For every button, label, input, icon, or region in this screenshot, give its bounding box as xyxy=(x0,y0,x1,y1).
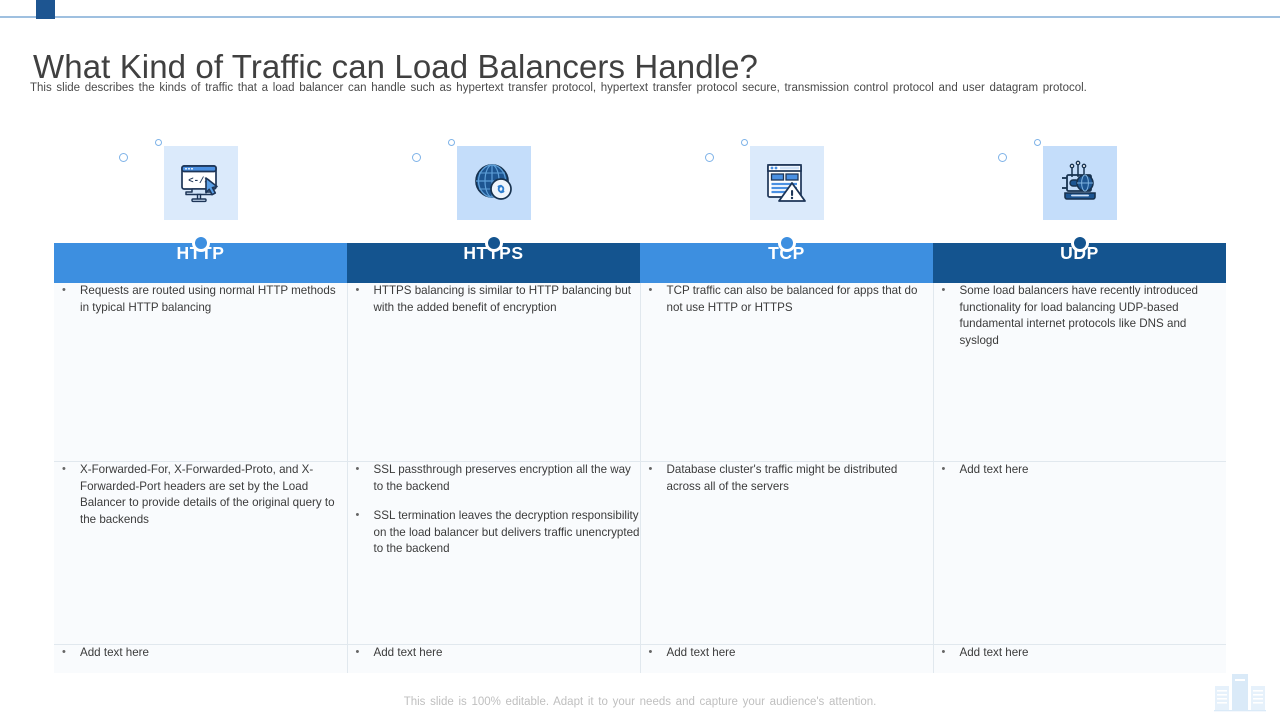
icon-box-https xyxy=(456,146,531,220)
icon-cell-http: <-/> xyxy=(54,133,347,243)
monitor-code-cursor-icon: <-/> xyxy=(180,165,218,203)
cell-http-r2[interactable]: X-Forwarded-For, X-Forwarded-Proto, and … xyxy=(54,461,348,645)
bullet-list: SSL passthrough preserves encryption all… xyxy=(348,461,640,558)
bullet-list: Add text here xyxy=(934,644,1227,662)
bullet-list: Add text here xyxy=(54,644,347,662)
cell-tcp-r1[interactable]: TCP traffic can also be balanced for app… xyxy=(640,282,934,462)
icon-box-http: <-/> xyxy=(163,146,238,220)
header-knob-icon xyxy=(191,234,210,252)
list-item: Requests are routed using normal HTTP me… xyxy=(54,282,347,316)
cell-https-r2[interactable]: SSL passthrough preserves encryption all… xyxy=(347,461,641,645)
list-item: Database cluster's traffic might be dist… xyxy=(641,461,933,495)
top-rule-divider xyxy=(0,16,1280,18)
icon-strip: <-/> xyxy=(54,133,1226,243)
list-item: Some load balancers have recently introd… xyxy=(934,282,1227,349)
list-item: SSL termination leaves the decryption re… xyxy=(348,507,640,558)
list-item: TCP traffic can also be balanced for app… xyxy=(641,282,933,316)
list-item: SSL passthrough preserves encryption all… xyxy=(348,461,640,495)
header-knob-icon xyxy=(1070,234,1089,252)
decorative-circle-large-icon xyxy=(704,153,714,162)
column-header-label: HTTPS xyxy=(463,243,524,263)
column-header-udp[interactable]: UDP xyxy=(933,234,1226,283)
cell-http-r1[interactable]: Requests are routed using normal HTTP me… xyxy=(54,282,348,462)
column-header-http[interactable]: HTTP xyxy=(54,234,347,283)
decorative-circle-small-icon xyxy=(740,139,748,146)
server-globe-antenna-icon xyxy=(1061,160,1096,200)
decorative-circle-small-icon xyxy=(1033,139,1041,146)
decorative-circle-small-icon xyxy=(154,139,162,146)
column-header-label: UDP xyxy=(1060,243,1099,263)
column-header-https[interactable]: HTTPS xyxy=(347,234,640,283)
column-header-label: HTTP xyxy=(176,243,225,263)
bullet-list: Add text here xyxy=(934,461,1227,479)
cell-http-r3[interactable]: Add text here xyxy=(54,644,348,673)
bullet-list: HTTPS balancing is similar to HTTP balan… xyxy=(348,282,640,316)
cell-udp-r1[interactable]: Some load balancers have recently introd… xyxy=(933,282,1227,462)
decorative-circle-large-icon xyxy=(411,153,421,162)
decorative-circle-large-icon xyxy=(997,153,1007,162)
cell-https-r3[interactable]: Add text here xyxy=(347,644,641,673)
list-item: X-Forwarded-For, X-Forwarded-Proto, and … xyxy=(54,461,347,528)
cell-https-r1[interactable]: HTTPS balancing is similar to HTTP balan… xyxy=(347,282,641,462)
header-knob-icon xyxy=(777,234,796,252)
browser-window-warning-icon xyxy=(766,164,806,202)
column-header-label: TCP xyxy=(768,243,805,263)
icon-cell-udp xyxy=(933,133,1226,243)
icon-box-udp xyxy=(1042,146,1117,220)
icon-box-tcp xyxy=(749,146,824,220)
decorative-circle-small-icon xyxy=(447,139,455,146)
traffic-types-table: HTTP HTTPS TCP UDP Requests are routed u… xyxy=(54,234,1227,673)
bullet-list: Some load balancers have recently introd… xyxy=(934,282,1227,349)
bullet-list: TCP traffic can also be balanced for app… xyxy=(641,282,933,316)
page-subtitle: This slide describes the kinds of traffi… xyxy=(30,82,1087,94)
top-accent-tab xyxy=(36,0,55,19)
bullet-list: X-Forwarded-For, X-Forwarded-Proto, and … xyxy=(54,461,347,528)
cell-tcp-r2[interactable]: Database cluster's traffic might be dist… xyxy=(640,461,934,645)
list-item: Add text here xyxy=(54,644,347,662)
icon-cell-https xyxy=(347,133,640,243)
cell-udp-r3[interactable]: Add text here xyxy=(933,644,1227,673)
list-item: Add text here xyxy=(348,644,640,662)
table-header-row: HTTP HTTPS TCP UDP xyxy=(54,234,1226,283)
footer-note: This slide is 100% editable. Adapt it to… xyxy=(403,696,877,708)
list-item: Add text here xyxy=(934,461,1227,479)
bullet-list: Requests are routed using normal HTTP me… xyxy=(54,282,347,316)
bullet-list: Database cluster's traffic might be dist… xyxy=(641,461,933,495)
list-item: Add text here xyxy=(934,644,1227,662)
page-title: What Kind of Traffic can Load Balancers … xyxy=(33,48,759,86)
column-header-tcp[interactable]: TCP xyxy=(640,234,933,283)
icon-cell-tcp xyxy=(640,133,933,243)
table-row: Requests are routed using normal HTTP me… xyxy=(54,282,1227,462)
table-row: Add text here Add text here Add text her… xyxy=(54,644,1227,673)
list-item: HTTPS balancing is similar to HTTP balan… xyxy=(348,282,640,316)
cell-tcp-r3[interactable]: Add text here xyxy=(640,644,934,673)
list-item: Add text here xyxy=(641,644,933,662)
bullet-list: Add text here xyxy=(641,644,933,662)
header-knob-icon xyxy=(484,234,503,252)
bullet-list: Add text here xyxy=(348,644,640,662)
globe-link-icon xyxy=(474,164,512,200)
cell-udp-r2[interactable]: Add text here xyxy=(933,461,1227,645)
server-racks-watermark-icon xyxy=(1214,674,1266,712)
svg-text:<-/>: <-/> xyxy=(188,176,210,186)
table-row: X-Forwarded-For, X-Forwarded-Proto, and … xyxy=(54,461,1227,645)
decorative-circle-large-icon xyxy=(118,153,128,162)
